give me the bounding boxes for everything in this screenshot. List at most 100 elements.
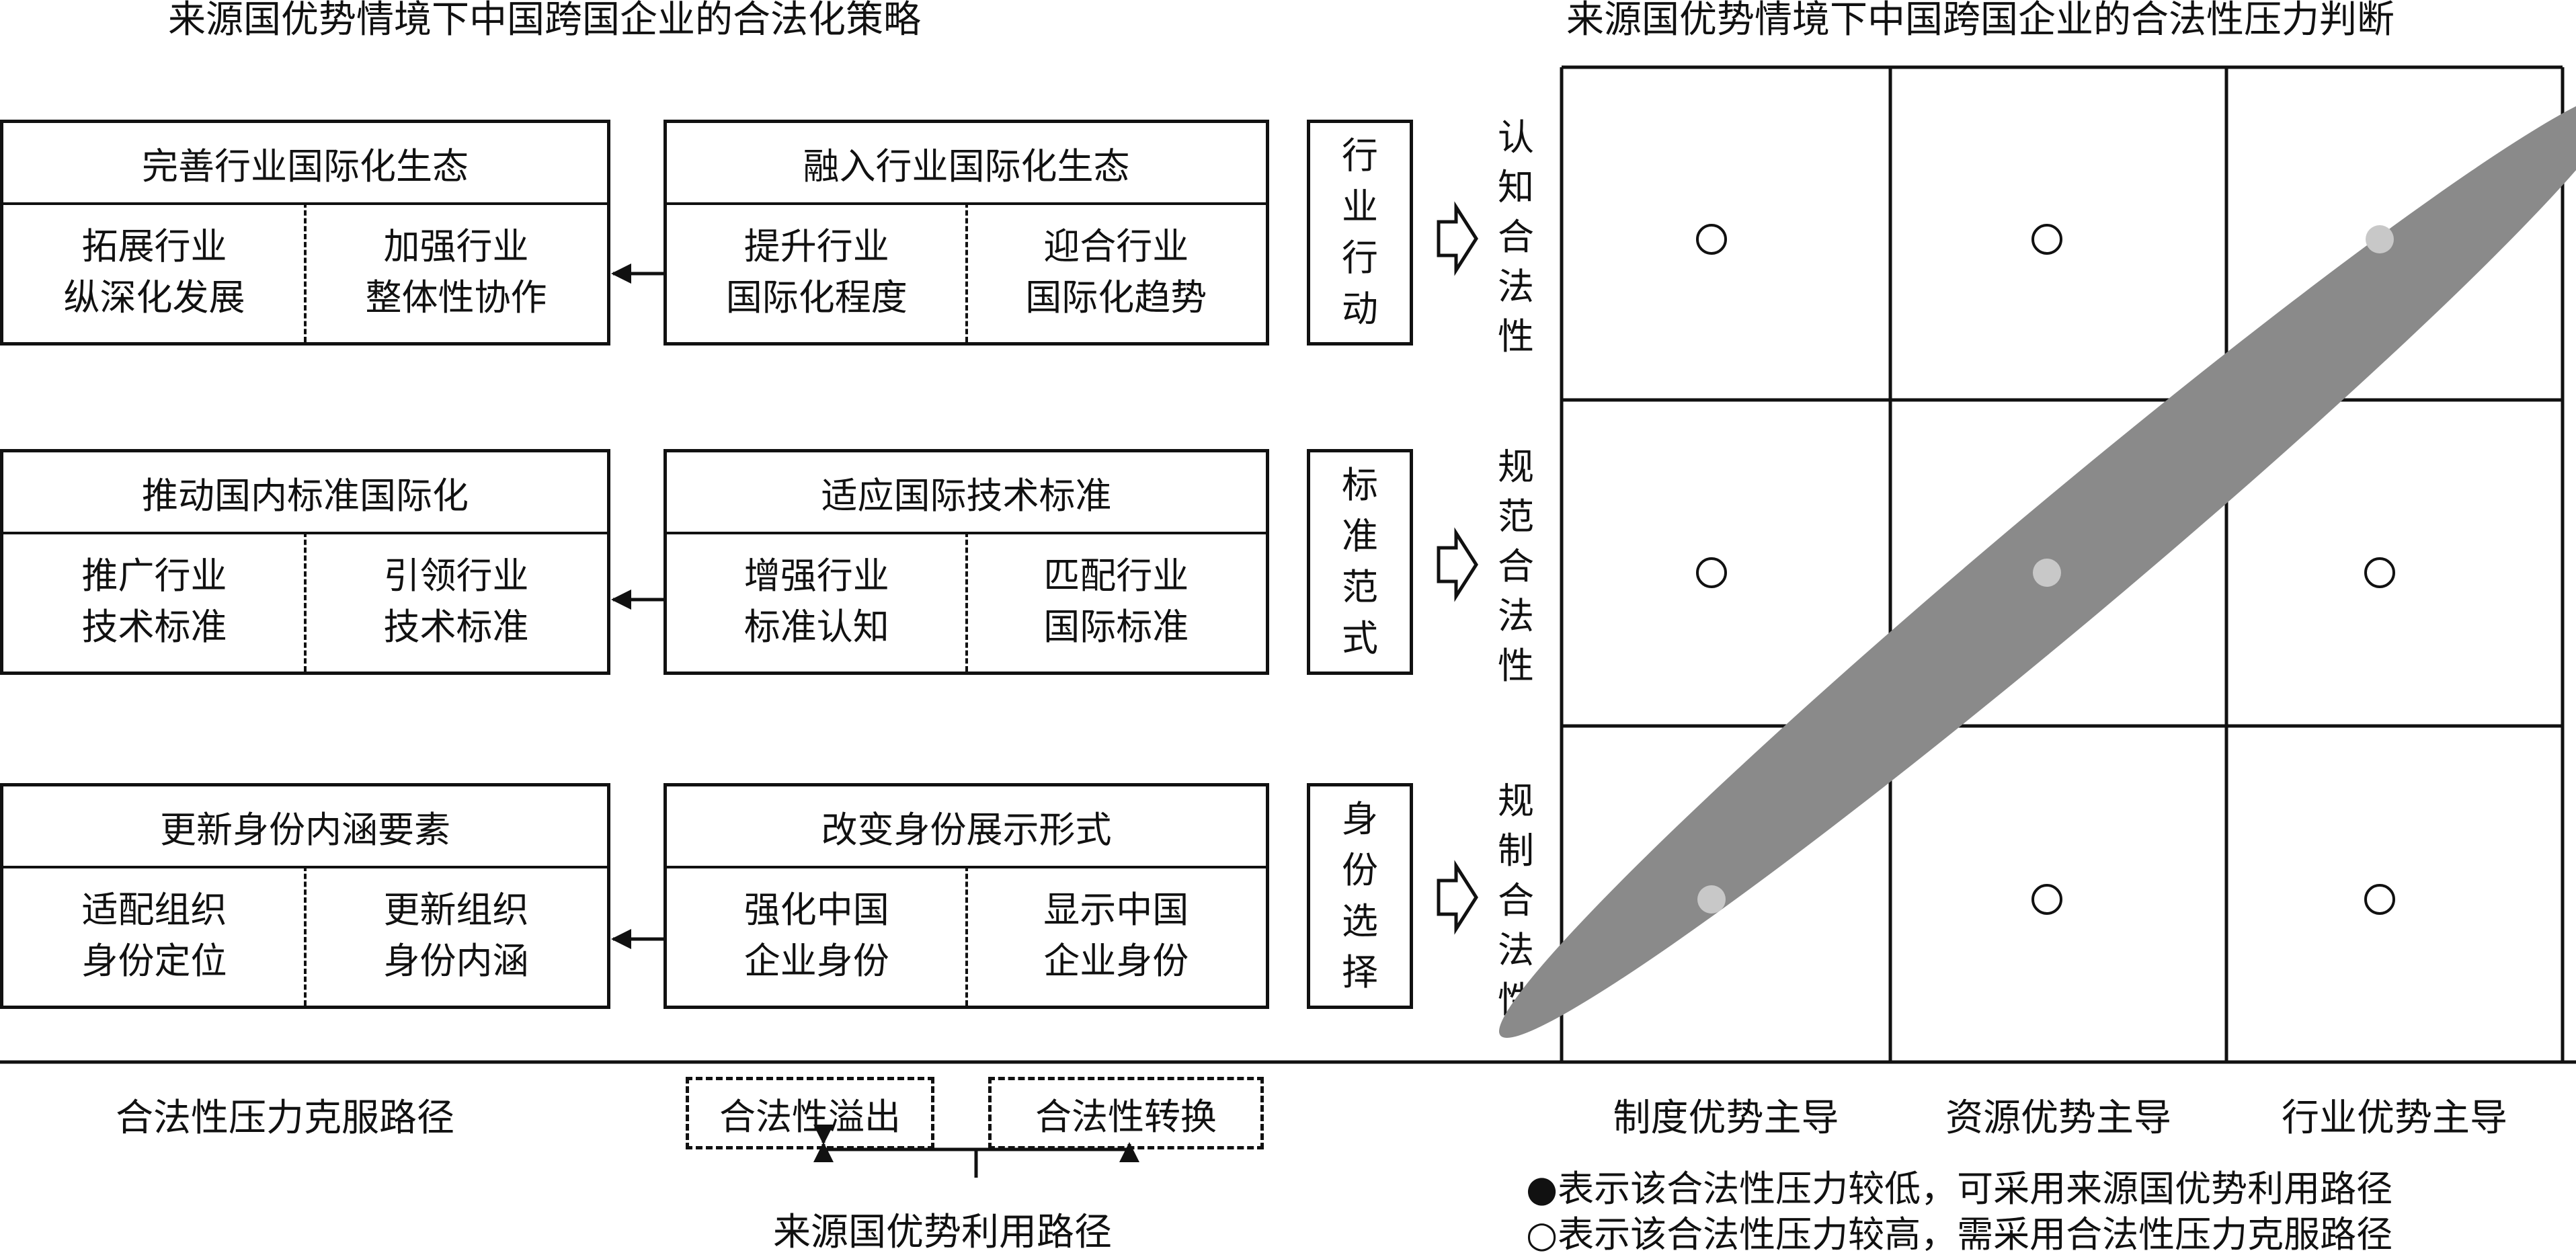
outer-box-left-cell: 适配组织 身份定位: [3, 866, 305, 1006]
legitimacy-char: 法: [1498, 929, 1534, 971]
marker-high: [1696, 224, 1727, 255]
cell-line: 推广行业: [81, 555, 227, 597]
inner-box-right-cell: 匹配行业 国际标准: [967, 532, 1266, 672]
dashed-divider: [965, 202, 968, 342]
cell-line: 企业身份: [1043, 940, 1189, 982]
marker-low: [2033, 559, 2061, 587]
cell-line: 加强行业: [383, 225, 529, 268]
outer-box-title: 完善行业国际化生态: [3, 123, 607, 205]
action-box-row1: 行 业 行 动: [1307, 120, 1413, 346]
legitimacy-label-row2: 规 范 合 法 性: [1498, 442, 1534, 691]
inner-box-right-cell: 显示中国 企业身份: [967, 866, 1266, 1006]
marker-high: [2364, 557, 2395, 588]
action-box-row2: 标 准 范 式: [1307, 449, 1413, 675]
cell-line: 提升行业: [743, 225, 889, 268]
matrix-column-label: 资源优势主导: [1945, 1096, 2171, 1140]
inner-box-title: 适应国际技术标准: [667, 452, 1266, 534]
block-arrow-row1-icon: [1437, 201, 1478, 276]
action-char: 择: [1342, 951, 1378, 993]
outer-box-right-cell: 更新组织 身份内涵: [305, 866, 607, 1006]
legend-high: ○表示该合法性压力较高，需采用合法性压力克服路径: [1526, 1213, 2393, 1256]
cell-line: 拓展行业: [81, 225, 227, 268]
inner-box-right-cell: 迎合行业 国际化趋势: [967, 202, 1266, 342]
cell-line: 标准认知: [743, 606, 889, 648]
legitimacy-char: 制: [1498, 829, 1534, 872]
action-char: 动: [1342, 288, 1378, 330]
cell-line: 身份定位: [81, 940, 227, 982]
legitimacy-label-row3: 规 制 合 法 性: [1498, 776, 1534, 1025]
outer-box-row3: 更新身份内涵要素 适配组织 身份定位 更新组织 身份内涵: [0, 783, 610, 1009]
legitimacy-char: 规: [1498, 446, 1534, 488]
marker-high: [1696, 557, 1727, 588]
cell-line: 纵深化发展: [63, 276, 245, 319]
cell-line: 技术标准: [383, 606, 529, 648]
dashed-divider: [965, 532, 968, 672]
legitimacy-label-row1: 认 知 合 法 性: [1498, 113, 1534, 362]
cell-line: 增强行业: [743, 555, 889, 597]
left-title: 来源国优势情境下中国跨国企业的合法化策略: [168, 0, 921, 42]
action-char: 行: [1342, 237, 1378, 279]
cell-line: 整体性协作: [365, 276, 547, 319]
cell-line: 显示中国: [1043, 889, 1189, 931]
action-char: 范: [1342, 566, 1378, 608]
cell-line: 身份内涵: [383, 940, 529, 982]
legitimacy-char: 性: [1498, 315, 1534, 358]
low-pressure-ellipse: [1499, 91, 2576, 1039]
legitimacy-char: 合: [1498, 216, 1534, 258]
utilization-connector: [821, 1147, 1129, 1178]
legitimacy-char: 性: [1498, 645, 1534, 687]
outer-box-row1: 完善行业国际化生态 拓展行业 纵深化发展 加强行业 整体性协作: [0, 120, 610, 346]
legitimacy-char: 法: [1498, 595, 1534, 637]
outer-box-row2: 推动国内标准国际化 推广行业 技术标准 引领行业 技术标准: [0, 449, 610, 675]
action-char: 份: [1342, 849, 1378, 891]
action-char: 行: [1342, 134, 1378, 177]
right-title: 来源国优势情境下中国跨国企业的合法性压力判断: [1566, 0, 2394, 42]
utilization-path-label: 来源国优势利用路径: [773, 1211, 1112, 1254]
action-box-row3: 身 份 选 择: [1307, 783, 1413, 1009]
inner-box-row3: 改变身份展示形式 强化中国 企业身份 显示中国 企业身份: [663, 783, 1269, 1009]
cell-line: 强化中国: [743, 889, 889, 931]
inner-box-left-cell: 提升行业 国际化程度: [667, 202, 967, 342]
inner-box-left-cell: 增强行业 标准认知: [667, 532, 967, 672]
action-char: 准: [1342, 515, 1378, 557]
action-char: 选: [1342, 900, 1378, 942]
cell-line: 国际化程度: [725, 276, 908, 319]
cell-line: 国际化趋势: [1025, 276, 1207, 319]
cell-line: 技术标准: [81, 606, 227, 648]
cell-line: 引领行业: [383, 555, 529, 597]
cell-line: 国际标准: [1043, 606, 1189, 648]
block-arrow-row3-icon: [1437, 860, 1478, 935]
matrix-markers: [1696, 224, 2395, 915]
conversion-box: 合法性转换: [988, 1077, 1264, 1149]
action-char: 标: [1342, 464, 1378, 506]
marker-high: [2031, 224, 2062, 255]
cell-line: 企业身份: [743, 940, 889, 982]
cell-line: 迎合行业: [1043, 225, 1189, 268]
outer-box-left-cell: 推广行业 技术标准: [3, 532, 305, 672]
marker-low: [1697, 885, 1726, 913]
legitimacy-char: 认: [1498, 116, 1534, 159]
dashed-divider: [304, 866, 307, 1006]
marker-low: [2366, 225, 2394, 253]
outer-box-right-cell: 引领行业 技术标准: [305, 532, 607, 672]
dashed-divider: [304, 202, 307, 342]
inner-box-row2: 适应国际技术标准 增强行业 标准认知 匹配行业 国际标准: [663, 449, 1269, 675]
marker-high: [2364, 884, 2395, 915]
legitimacy-char: 知: [1498, 166, 1534, 208]
legitimacy-char: 规: [1498, 780, 1534, 822]
marker-high: [2031, 884, 2062, 915]
cell-line: 匹配行业: [1043, 555, 1189, 597]
inner-box-left-cell: 强化中国 企业身份: [667, 866, 967, 1006]
matrix-grid: [1560, 65, 2565, 1062]
matrix-column-label: 行业优势主导: [2282, 1096, 2507, 1140]
overcome-path-label: 合法性压力克服路径: [116, 1096, 454, 1140]
action-char: 身: [1342, 798, 1378, 840]
legitimacy-char: 合: [1498, 545, 1534, 587]
inner-box-row1: 融入行业国际化生态 提升行业 国际化程度 迎合行业 国际化趋势: [663, 120, 1269, 346]
action-char: 业: [1342, 186, 1378, 228]
action-char: 式: [1342, 617, 1378, 659]
legitimacy-char: 法: [1498, 266, 1534, 308]
cell-line: 适配组织: [81, 889, 227, 931]
legitimacy-char: 合: [1498, 879, 1534, 922]
